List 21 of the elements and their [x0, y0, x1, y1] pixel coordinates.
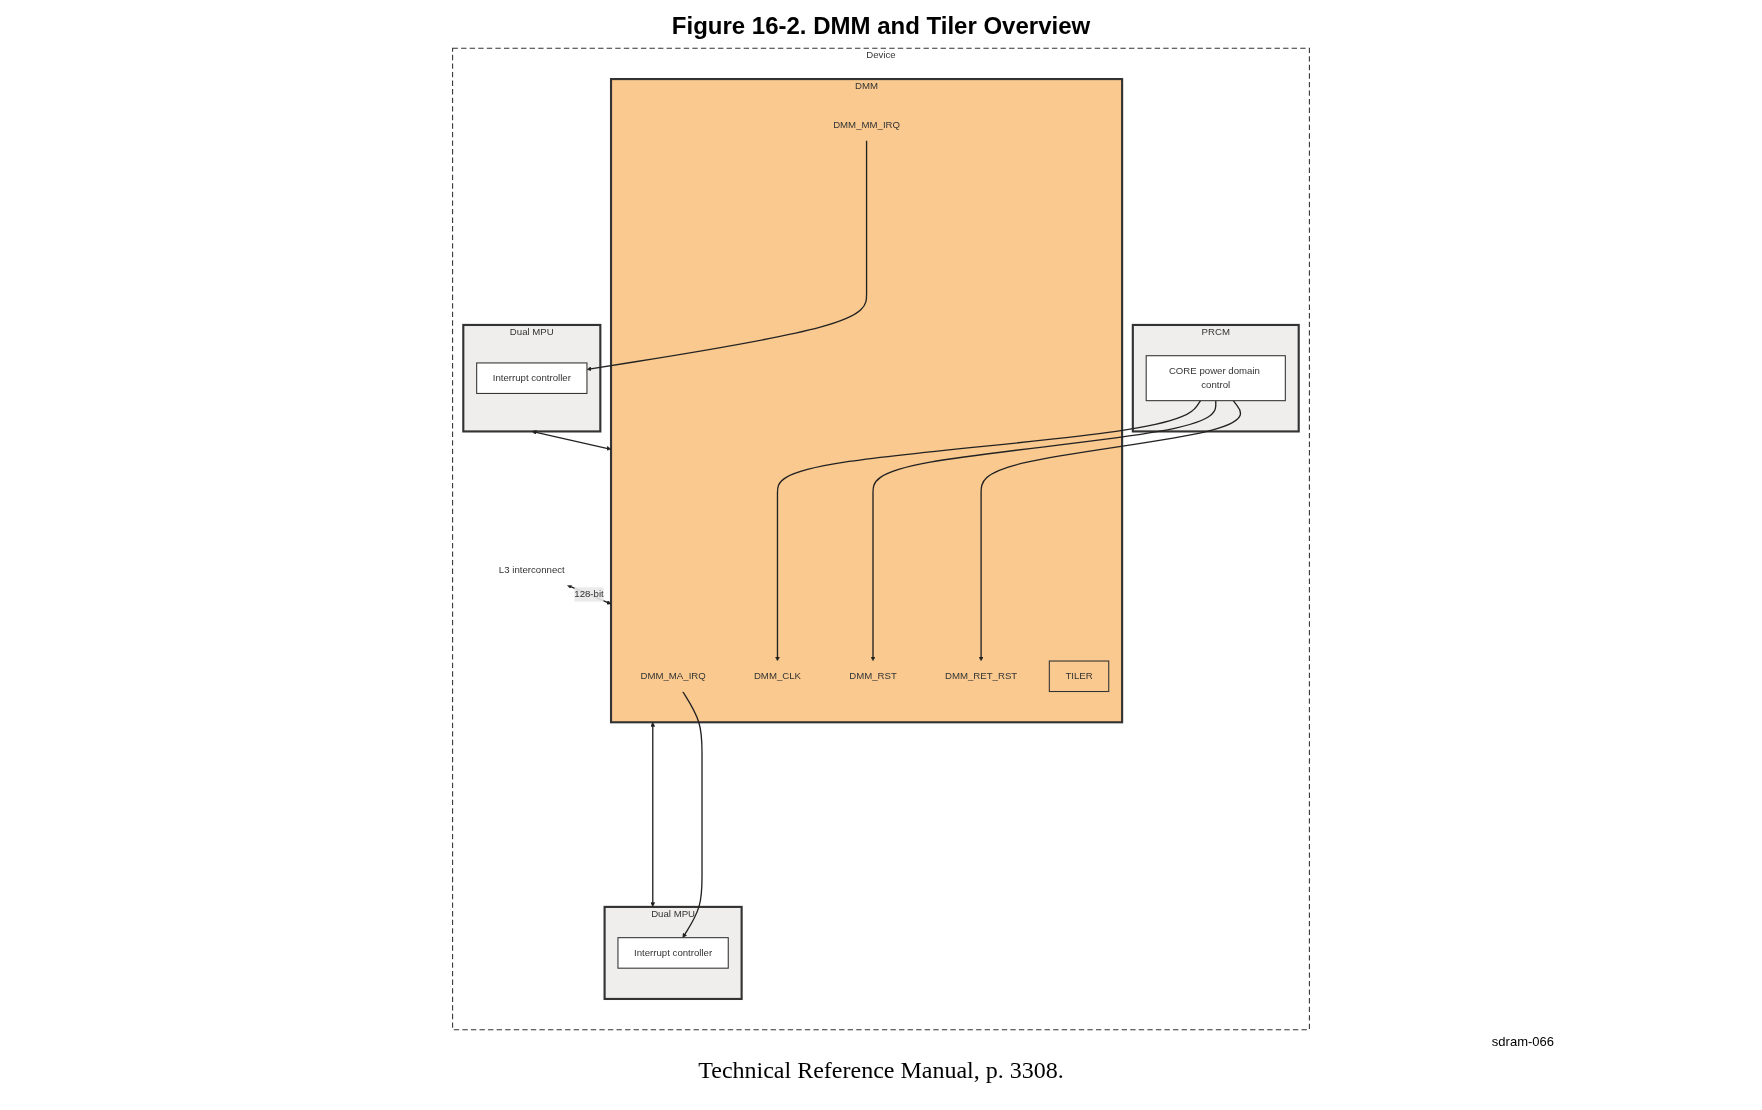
node-box: Interrupt controller: [617, 937, 729, 969]
arrow: [586, 139, 868, 372]
arrow: [682, 690, 703, 938]
arrow: [870, 400, 1217, 662]
arrow: [978, 400, 1242, 662]
node-box: TILER: [1048, 660, 1110, 693]
edge-label: 128-bit: [574, 588, 604, 600]
node-box: Interrupt controller: [476, 362, 588, 394]
arrow: [650, 722, 656, 907]
arrow: [775, 400, 1202, 662]
arrow: [531, 430, 612, 451]
figure-title: Figure 16-2. DMM and Tiler Overview: [671, 12, 1091, 40]
node-text: L3 interconnect: [498, 564, 565, 575]
node-text: DMM_RET_RST: [944, 670, 1018, 682]
caption: Technical Reference Manual, p. 3308.: [698, 1057, 1064, 1084]
node-text: DMM_MM_IRQ: [833, 119, 901, 131]
figure-id: sdram-066: [1491, 1034, 1554, 1049]
node-text: DMM_CLK: [753, 670, 802, 682]
node-text: DMM_RST: [849, 670, 897, 682]
node-text: DMM_MA_IRQ: [640, 670, 706, 682]
node-box: CORE power domain control: [1145, 355, 1286, 402]
